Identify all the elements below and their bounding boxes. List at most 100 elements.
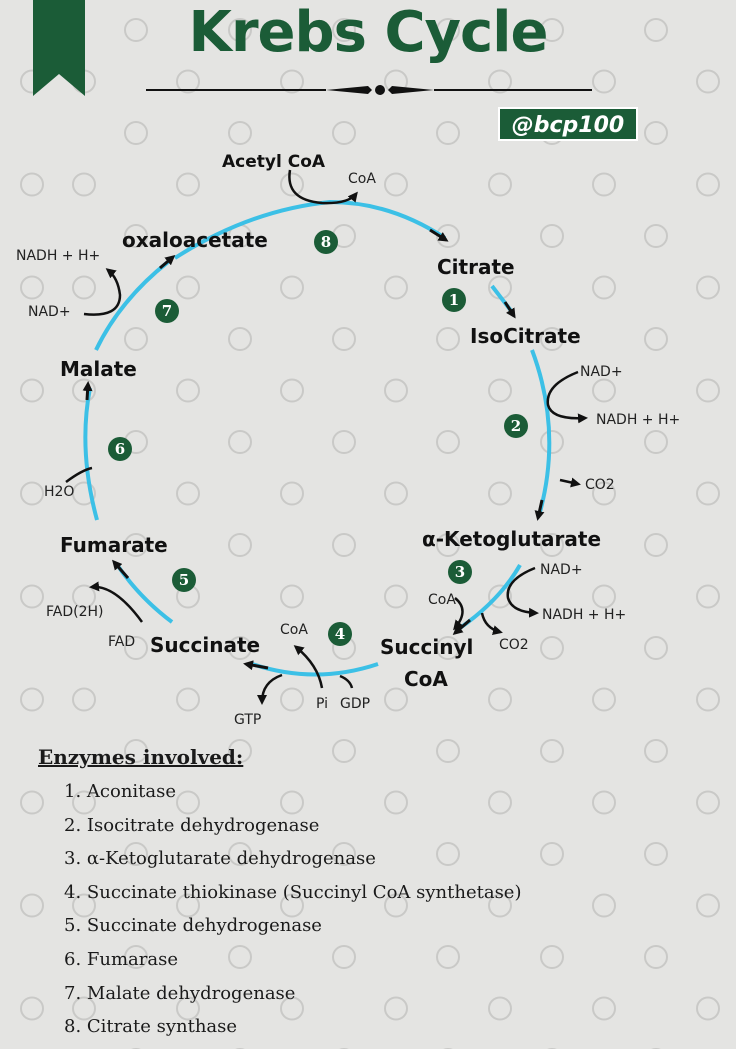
background-dot xyxy=(592,893,616,918)
page-title: Krebs Cycle xyxy=(188,0,549,65)
arrow-co2-3 xyxy=(480,612,503,636)
author-handle-badge: @bcp100 xyxy=(498,107,638,141)
background-dot xyxy=(540,18,564,42)
background-dot xyxy=(644,327,668,351)
background-dot xyxy=(488,172,512,197)
background-dot xyxy=(540,945,564,969)
enzyme-item: 7. Malate dehydrogenase xyxy=(64,982,296,1004)
background-dot xyxy=(644,739,668,763)
background-dot xyxy=(488,584,512,609)
background-dot xyxy=(592,687,616,712)
background-dot xyxy=(332,327,356,351)
background-dot xyxy=(696,378,720,403)
background-dot xyxy=(592,69,616,94)
step-badge-1: 1 xyxy=(442,288,466,312)
background-dot xyxy=(280,893,304,918)
background-dot xyxy=(540,224,564,248)
arrow-gtp-4 xyxy=(257,673,283,705)
enzyme-item: 3. α-Ketoglutarate dehydrogenase xyxy=(64,848,376,870)
step-badge-7: 7 xyxy=(155,299,179,323)
background-dot xyxy=(384,481,408,506)
background-dot xyxy=(72,172,96,197)
background-dot xyxy=(72,893,96,918)
arrowhead-isocitrate xyxy=(503,301,516,319)
background-dot xyxy=(20,378,44,403)
step-number-1: 1 xyxy=(449,291,459,309)
metabolite-acetyl-coa: Acetyl CoA xyxy=(222,152,326,172)
step-badge-5: 5 xyxy=(172,568,196,592)
background-dot xyxy=(540,533,564,557)
arrow-h2o-6 xyxy=(65,466,93,484)
background-dot xyxy=(72,790,96,815)
cofactor-nadh-7: NADH + H+ xyxy=(16,248,100,264)
step-badge-3: 3 xyxy=(448,560,472,584)
background-dot xyxy=(20,172,44,197)
step-number-3: 3 xyxy=(455,563,465,581)
cofactor-nad-3: NAD+ xyxy=(540,562,583,578)
background-dot xyxy=(124,636,148,660)
background-dot xyxy=(436,533,460,557)
background-dot xyxy=(696,481,720,506)
title-divider xyxy=(146,85,592,95)
background-dot xyxy=(436,430,460,454)
step-number-5: 5 xyxy=(179,571,189,589)
background-dot xyxy=(592,584,616,609)
background-dot xyxy=(436,842,460,866)
background-dot xyxy=(72,275,96,300)
background-dot xyxy=(384,275,408,300)
cofactor-coa-3: CoA xyxy=(428,592,456,608)
arrowhead-fumarate xyxy=(112,559,130,579)
arrow-fad-5 xyxy=(89,581,144,623)
bookmark-ribbon-icon xyxy=(33,0,85,96)
background-dot xyxy=(20,584,44,609)
arc-2 xyxy=(530,349,552,513)
cofactor-co2-2: CO2 xyxy=(585,477,615,493)
background-dot xyxy=(592,275,616,300)
background-dot xyxy=(124,121,148,145)
background-dot xyxy=(280,172,304,197)
background-dot xyxy=(228,842,252,866)
step-badge-8: 8 xyxy=(314,230,338,254)
arrowhead-malate xyxy=(82,381,93,401)
cycle-arrowheads xyxy=(82,228,545,671)
background-dot xyxy=(228,327,252,351)
enzyme-item: 4. Succinate thiokinase (Succinyl CoA sy… xyxy=(64,881,522,903)
step-badges: 8 1 2 3 4 5 6 7 xyxy=(108,230,528,646)
background-dot xyxy=(228,739,252,763)
background-dot xyxy=(540,739,564,763)
background-dot xyxy=(540,430,564,454)
background-dot xyxy=(280,996,304,1021)
background-dot xyxy=(436,739,460,763)
enzymes-heading: Enzymes involved: xyxy=(38,745,244,769)
background-dot xyxy=(644,18,668,42)
background-dot xyxy=(124,224,148,248)
background-dot xyxy=(384,172,408,197)
background-dot xyxy=(280,790,304,815)
enzyme-item: 8. Citrate synthase xyxy=(64,1016,238,1038)
metabolite-succinate: Succinate xyxy=(150,633,260,657)
background-dot xyxy=(228,533,252,557)
background-dot xyxy=(696,69,720,94)
background-dot xyxy=(280,69,304,94)
background-dot xyxy=(384,996,408,1021)
step-number-8: 8 xyxy=(321,233,331,251)
cofactor-nadh-3: NADH + H+ xyxy=(542,607,626,623)
arrow-nad-nadh-3 xyxy=(506,566,539,618)
metabolite-oxaloacetate: oxaloacetate xyxy=(122,228,268,252)
cofactor-fad-5: FAD xyxy=(108,634,135,650)
background-dot xyxy=(20,893,44,918)
background-dot xyxy=(280,584,304,609)
background-dot xyxy=(176,996,200,1021)
cofactor-labels: CoA NAD+ NADH + H+ CO2 NAD+ NADH + H+ Co… xyxy=(16,171,680,728)
background-dot xyxy=(228,430,252,454)
background-dot xyxy=(436,18,460,42)
background-dot xyxy=(436,636,460,660)
step-number-7: 7 xyxy=(162,302,172,320)
background-dot xyxy=(332,842,356,866)
metabolite-succinyl-coa-line2: CoA xyxy=(404,667,448,691)
cofactor-nadh-2: NADH + H+ xyxy=(596,412,680,428)
background-dot xyxy=(124,842,148,866)
background-dot xyxy=(176,481,200,506)
background-dot xyxy=(20,996,44,1021)
